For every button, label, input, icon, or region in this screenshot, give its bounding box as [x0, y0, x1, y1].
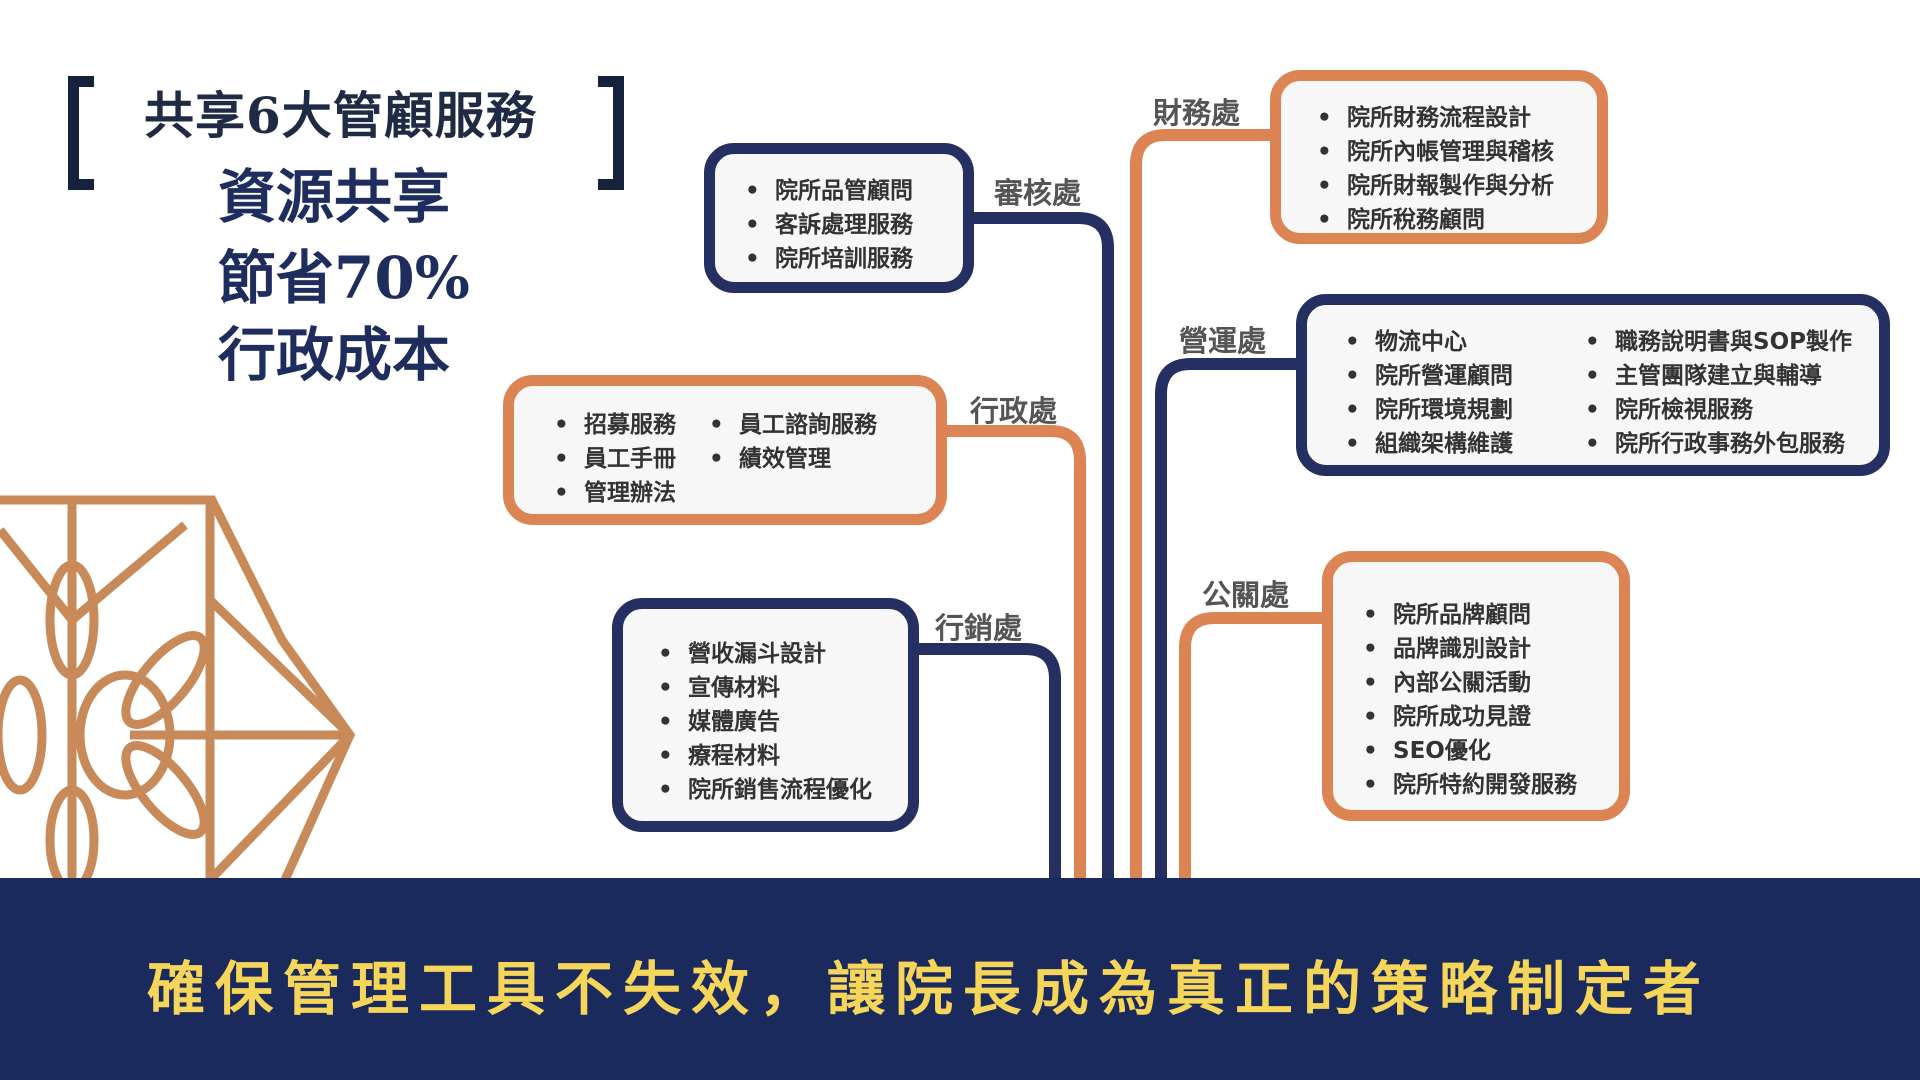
list-item: 職務說明書與SOP製作: [1585, 325, 1852, 359]
list-item: 績效管理: [709, 442, 877, 476]
list-item: 品牌識別設計: [1363, 632, 1619, 666]
list-item: 院所行政事務外包服務: [1585, 427, 1852, 461]
subtitle-line: 節省70%: [218, 244, 470, 312]
audit-label: 審核處: [994, 176, 1082, 210]
page-title: 共享6大管顧服務: [144, 86, 537, 145]
subtitle-line: 資源共享: [218, 163, 451, 231]
list-item: 院所銷售流程優化: [658, 773, 908, 807]
pr-label: 公關處: [1202, 578, 1290, 612]
list-item: 客訴處理服務: [745, 208, 963, 242]
operations-box: 物流中心 院所營運顧問 院所環境規劃 組織架構維護 職務說明書與SOP製作 主管…: [1296, 294, 1890, 476]
list-item: 院所檢視服務: [1585, 393, 1852, 427]
admin-label: 行政處: [970, 394, 1058, 428]
finance-box: 院所財務流程設計 院所內帳管理與稽核 院所財報製作與分析 院所稅務顧問: [1270, 70, 1608, 244]
footer-slogan: 確保管理工具不失效，讓院長成為真正的策略制定者: [147, 955, 1712, 1023]
admin-box: 招募服務 員工手冊 管理辦法 員工諮詢服務 績效管理: [503, 375, 947, 525]
footer-banner: [0, 878, 1920, 1080]
marketing-box: 營收漏斗設計 宣傳材料 媒體廣告 療程材料 院所銷售流程優化: [612, 598, 919, 832]
pr-box: 院所品牌顧問 品牌識別設計 內部公關活動 院所成功見證 SEO優化 院所特約開發…: [1322, 551, 1630, 821]
marketing-label: 行銷處: [935, 611, 1023, 645]
list-item: 院所財報製作與分析: [1317, 169, 1597, 203]
list-item: 宣傳材料: [658, 671, 908, 705]
finance-label: 財務處: [1153, 96, 1241, 130]
audit-connector: [960, 212, 1114, 880]
list-item: 員工手冊: [554, 442, 709, 476]
list-item: 主管團隊建立與輔導: [1585, 359, 1852, 393]
list-item: SEO優化: [1363, 734, 1619, 768]
list-item: 院所品管顧問: [745, 174, 963, 208]
list-item: 內部公關活動: [1363, 666, 1619, 700]
pr-connector: [1179, 612, 1330, 880]
list-item: 組織架構維護: [1345, 427, 1585, 461]
list-item: 院所品牌顧問: [1363, 598, 1619, 632]
geometric-ornament-icon: [0, 495, 356, 895]
list-item: 營收漏斗設計: [658, 637, 908, 671]
list-item: 院所培訓服務: [745, 242, 963, 276]
list-item: 物流中心: [1345, 325, 1585, 359]
operations-label: 營運處: [1179, 324, 1267, 358]
subtitle-line: 行政成本: [218, 321, 451, 389]
list-item: 院所稅務顧問: [1317, 203, 1597, 237]
admin-connector: [935, 425, 1086, 880]
right-bracket: [598, 76, 624, 190]
list-item: 媒體廣告: [658, 705, 908, 739]
list-item: 療程材料: [658, 739, 908, 773]
marketing-connector: [910, 643, 1061, 880]
list-item: 院所特約開發服務: [1363, 768, 1619, 802]
list-item: 院所營運顧問: [1345, 359, 1585, 393]
list-item: 員工諮詢服務: [709, 408, 877, 442]
left-bracket: [68, 76, 94, 190]
list-item: 院所成功見證: [1363, 700, 1619, 734]
list-item: 院所內帳管理與稽核: [1317, 135, 1597, 169]
finance-connector: [1130, 129, 1280, 880]
operations-connector: [1155, 358, 1300, 880]
list-item: 管理辦法: [554, 476, 709, 510]
audit-box: 院所品管顧問 客訴處理服務 院所培訓服務: [704, 143, 974, 293]
list-item: 院所環境規劃: [1345, 393, 1585, 427]
list-item: 招募服務: [554, 408, 709, 442]
list-item: 院所財務流程設計: [1317, 101, 1597, 135]
